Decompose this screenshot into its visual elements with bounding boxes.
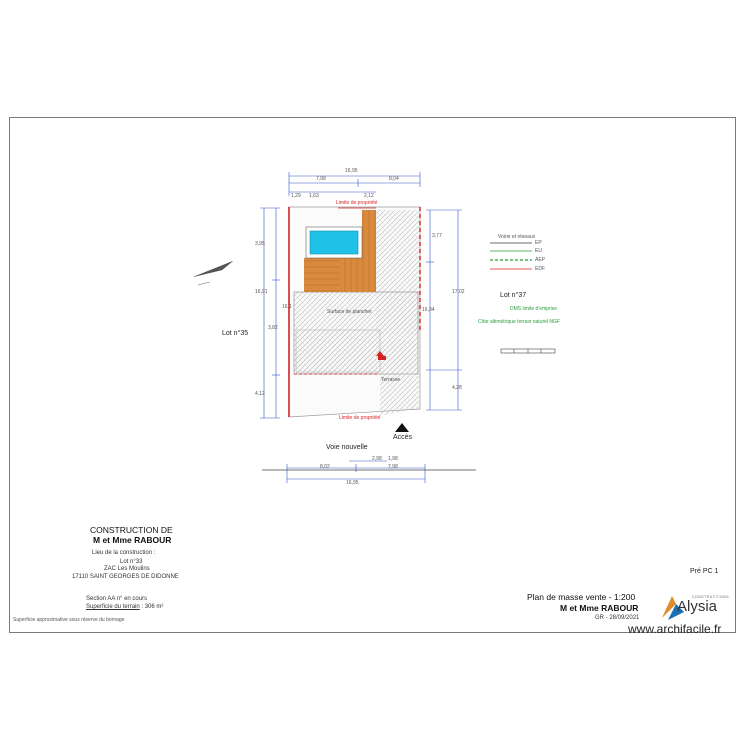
dim-bottom-total: 16,95 xyxy=(346,480,359,486)
surface-label: Superficie du terrain xyxy=(86,604,140,610)
limit-note-top: Limite de propriété xyxy=(336,200,378,206)
pool xyxy=(309,230,359,255)
site-heading: Lieu de la construction : xyxy=(92,550,156,556)
surface-line: Superficie du terrain : 306 m² xyxy=(86,604,163,610)
dim-left-3: 3,82 xyxy=(268,325,278,331)
title-line2: M et Mme RABOUR xyxy=(93,535,172,545)
dim-right-1: 3,77 xyxy=(432,233,442,239)
watermark-url: www.archifacile.fr xyxy=(628,622,722,636)
plan-owner: M et Mme RABOUR xyxy=(560,603,639,613)
legend-row-3: AEP xyxy=(535,257,546,263)
footnote: Superficie approximative sous réserve du… xyxy=(13,617,125,623)
title-line1: CONSTRUCTION DE xyxy=(90,525,173,535)
legend-row-1: EP xyxy=(535,240,542,246)
legend-green-2: Côte altimétrique terrain naturel NGF xyxy=(478,319,560,325)
phase-label: Pré PC 1 xyxy=(690,568,719,575)
legend-title: Voirie et réseaux xyxy=(498,234,536,240)
dim-right-2: 17,02 xyxy=(452,289,465,295)
dim-top-right: 8,04 xyxy=(389,176,399,182)
right-dimensions xyxy=(426,209,462,411)
dim-right-3: 4,28 xyxy=(452,385,462,391)
legend-lines xyxy=(490,242,532,270)
site-city: 17110 SAINT GEORGES DE DIDONNE xyxy=(72,574,179,580)
road-label: Voie nouvelle xyxy=(326,444,368,451)
company-name: Alysia xyxy=(677,598,718,615)
dim-top-small-2: 1,63 xyxy=(309,193,319,199)
limit-note-bottom: Limite de propriété xyxy=(339,415,381,421)
dim-top-small-1: 1,29 xyxy=(291,193,301,199)
alysia-logo-icon xyxy=(662,596,684,620)
north-arrow-icon xyxy=(193,261,233,286)
section: Section AA n° en cours xyxy=(86,596,148,602)
drawing-sheet-frame xyxy=(9,117,736,633)
legend-green-1: DMS limite d'emprise xyxy=(510,306,558,312)
house-label: Surface de plancher xyxy=(327,309,372,315)
dim-top-left: 7,98 xyxy=(316,176,326,182)
scale-bar xyxy=(500,348,556,354)
entrance-arrow-icon xyxy=(376,351,384,356)
garage-area xyxy=(295,329,381,373)
top-dimensions xyxy=(288,172,421,196)
plan-ref: GR - 28/09/2021 xyxy=(595,615,640,621)
dim-left-inner-1: 16,1 xyxy=(282,304,292,310)
dim-bottom-small-1: 2,98 xyxy=(372,456,382,462)
access-arrow-icon xyxy=(395,423,409,432)
legend-row-4: EDF xyxy=(535,266,545,272)
deck-terrace-side xyxy=(340,258,376,292)
driveway xyxy=(380,340,419,416)
left-dimensions xyxy=(260,207,280,419)
legend-row-2: EU xyxy=(535,248,542,254)
plan-title: Plan de masse vente - 1:200 xyxy=(527,592,636,602)
dim-top-total: 16,95 xyxy=(345,168,358,174)
lot-east-label: Lot n°37 xyxy=(500,292,527,299)
terrace-label: Terrasse xyxy=(381,377,401,383)
site-zac: ZAC Les Moulins xyxy=(104,566,150,572)
dim-bottom-left: 8,02 xyxy=(320,464,330,470)
dim-left-2: 16,91 xyxy=(255,289,268,295)
company-subtitle: CONSTRUCTIONS xyxy=(692,595,730,599)
access-label: Accès xyxy=(393,434,413,441)
dim-right-inner-1: 16,34 xyxy=(422,307,435,313)
lot-west-label: Lot n°35 xyxy=(222,330,249,337)
surface-value: : 306 m² xyxy=(139,604,164,610)
dim-bottom-right: 7,98 xyxy=(388,464,398,470)
dim-left-4: 4,12 xyxy=(255,391,265,397)
dim-left-1: 3,95 xyxy=(255,241,265,247)
site-lot: Lot n°33 xyxy=(120,559,143,565)
dim-bottom-small-2: 1,98 xyxy=(388,456,398,462)
dim-top-small-3: 2,12 xyxy=(364,193,374,199)
bottom-dimensions xyxy=(286,460,426,483)
